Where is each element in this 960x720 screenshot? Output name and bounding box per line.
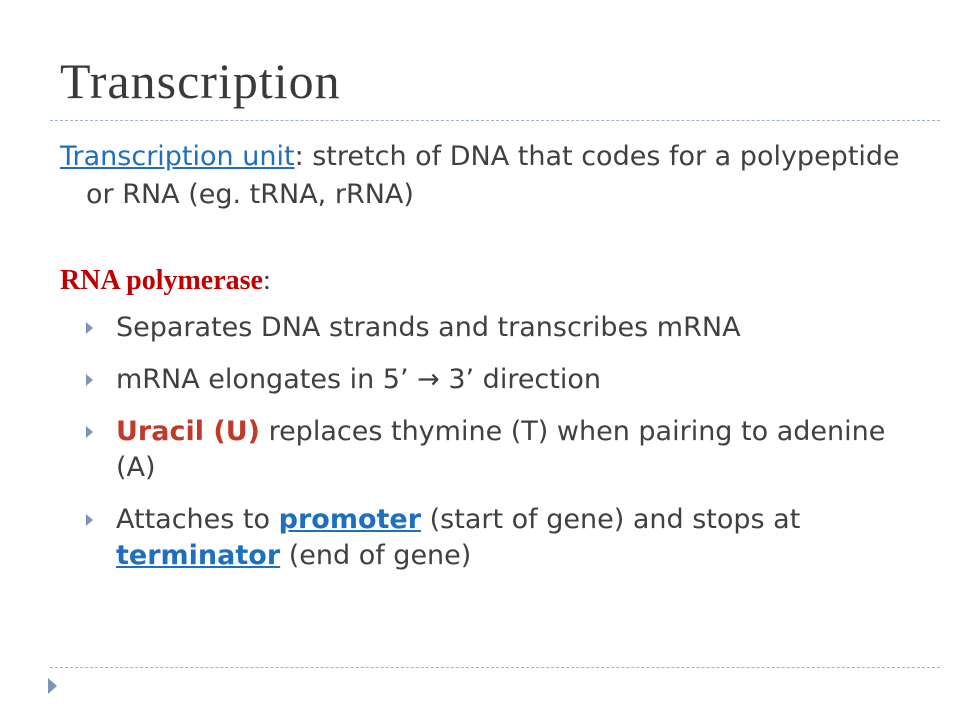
definition-paragraph: Transcription unit: stretch of DNA that … xyxy=(60,138,900,214)
heading-colon: : xyxy=(262,265,271,296)
definition-text: : stretch of DNA that codes for a polype… xyxy=(86,141,900,210)
list-item: Separates DNA strands and transcribes mR… xyxy=(60,310,900,346)
triangle-right-icon xyxy=(86,322,93,334)
bullet-text: (start of gene) and stops at xyxy=(421,504,801,535)
transcription-unit-link[interactable]: Transcription unit xyxy=(60,141,295,172)
promoter-link[interactable]: promoter xyxy=(278,504,422,535)
triangle-right-icon xyxy=(86,374,93,386)
slide-title: Transcription xyxy=(60,53,341,109)
terminator-link[interactable]: terminator xyxy=(116,540,281,571)
triangle-right-icon xyxy=(86,514,93,526)
bullet-text: (end of gene) xyxy=(280,540,472,571)
list-item: Uracil (U) replaces thymine (T) when pai… xyxy=(60,414,900,486)
list-item: mRNA elongates in 5’ → 3’ direction xyxy=(60,362,900,398)
triangle-right-icon xyxy=(48,678,57,694)
list-item: Attaches to promoter (start of gene) and… xyxy=(60,502,900,574)
rna-polymerase-heading: RNA polymerase: xyxy=(60,262,900,300)
uracil-term: Uracil (U) xyxy=(116,416,260,447)
top-divider xyxy=(50,120,940,121)
triangle-right-icon xyxy=(86,426,93,438)
bullet-list: Separates DNA strands and transcribes mR… xyxy=(60,310,900,574)
bullet-text: mRNA elongates in 5’ → 3’ direction xyxy=(116,364,601,395)
spacer xyxy=(60,214,900,262)
bullet-text: replaces thymine (T) when pairing to ade… xyxy=(116,416,886,483)
slide-content: Transcription unit: stretch of DNA that … xyxy=(60,138,900,590)
bullet-text: Separates DNA strands and transcribes mR… xyxy=(116,312,741,343)
bottom-divider xyxy=(50,667,940,668)
rna-polymerase-term: RNA polymerase xyxy=(60,265,263,296)
bullet-text: Attaches to xyxy=(116,504,279,535)
